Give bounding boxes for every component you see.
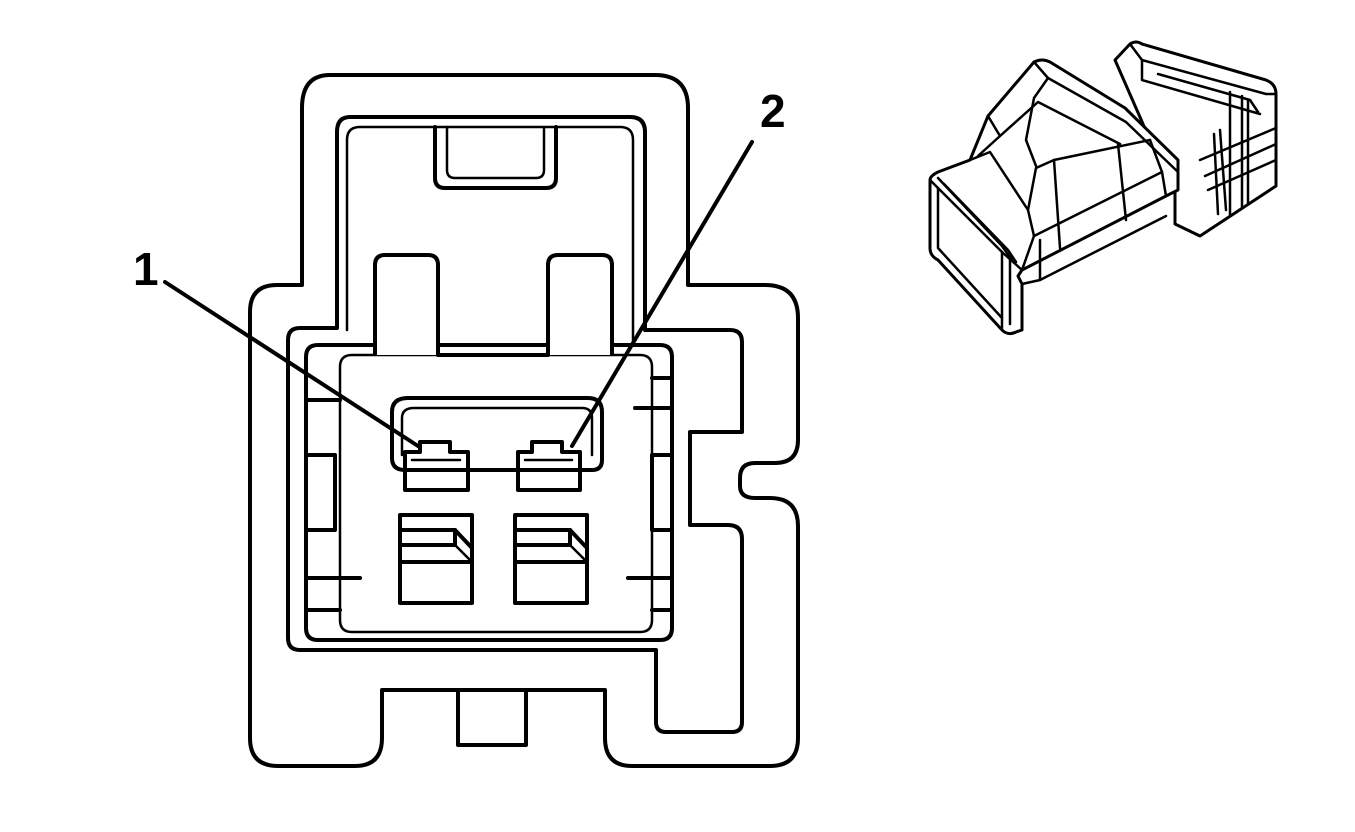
lock-window-left [398,513,474,605]
leader-line-1 [163,280,420,448]
terminal-2 [516,440,582,492]
lock-window-right [513,513,589,605]
terminal-window-inner [400,406,594,457]
leader-line-2 [570,140,754,448]
housing-inner-outline [286,115,744,734]
housing-inner-outline-2 [345,125,635,344]
connector-face-view [163,73,800,768]
pin-label-1: 1 [133,243,159,295]
top-latch-notch-inner [445,125,546,180]
pin-label-2: 2 [760,85,786,137]
cavity-frame [304,343,674,642]
cavity-frame-inner [338,353,654,634]
bottom-key-tab [456,688,528,747]
terminal-1 [403,440,470,492]
center-tongue [373,253,614,357]
outer-housing [248,73,800,768]
top-latch-notch [433,125,558,190]
side-ribs [304,376,674,612]
connector-isometric-view [928,40,1278,336]
terminal-window [390,396,604,472]
